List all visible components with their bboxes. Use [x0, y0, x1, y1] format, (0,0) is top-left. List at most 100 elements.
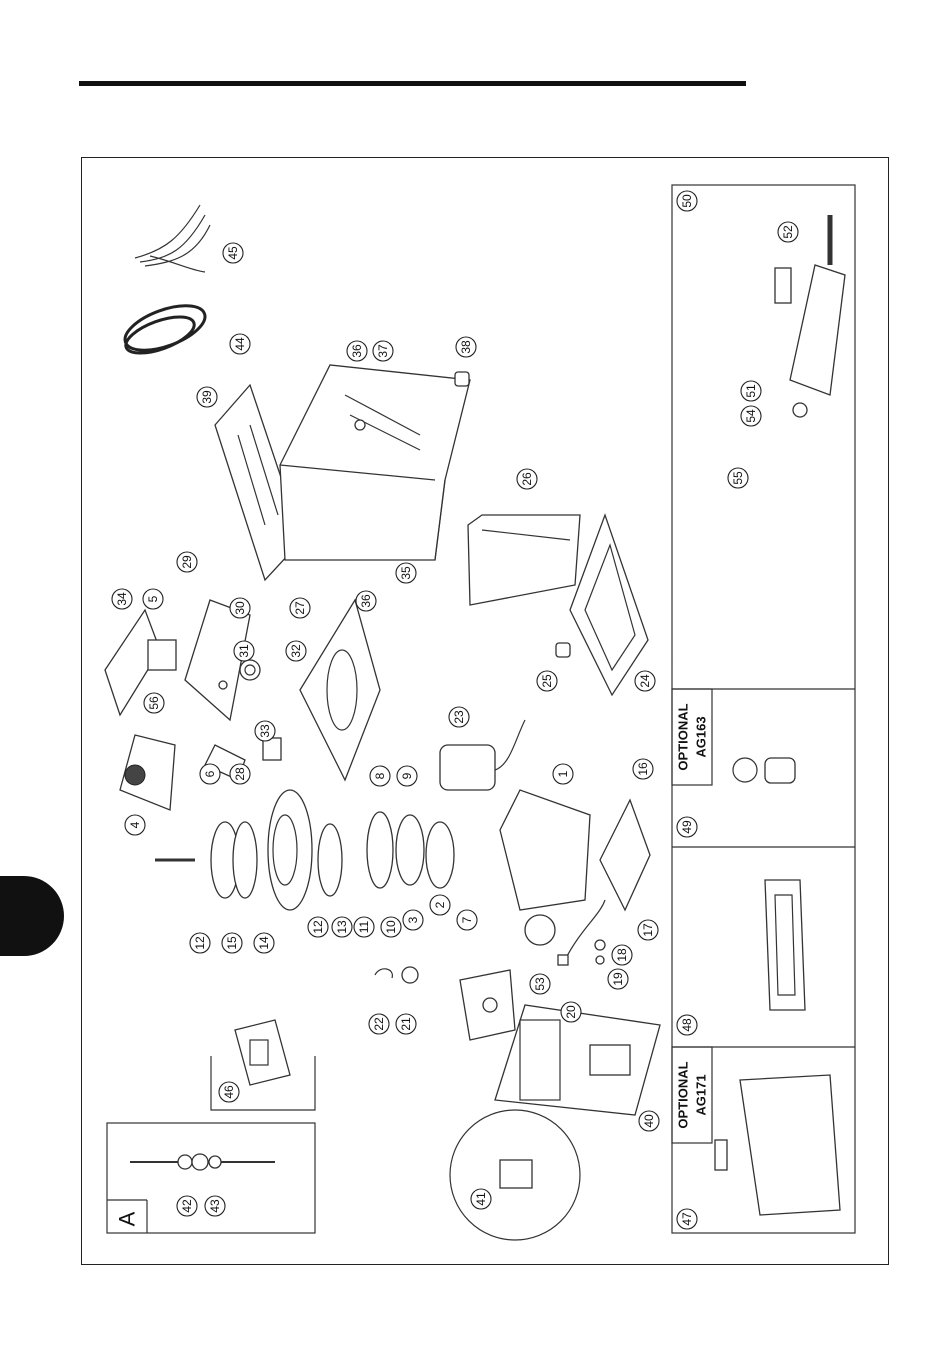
heater-body-1 — [500, 790, 590, 945]
callout-14: 14 — [254, 933, 274, 953]
callout-number: 27 — [293, 601, 307, 615]
callout-number: 31 — [237, 644, 251, 658]
callout-number: 23 — [452, 710, 466, 724]
gas-valve-4 — [120, 735, 175, 810]
callout-number: 25 — [540, 674, 554, 688]
callout-number: 17 — [641, 923, 655, 937]
blower-housing-14 — [268, 790, 312, 910]
callout-number: 11 — [357, 920, 371, 933]
callout-number: 34 — [115, 592, 129, 606]
callout-number: 15 — [225, 936, 239, 950]
clamp-52 — [775, 268, 791, 303]
callout-8: 8 — [370, 766, 390, 786]
callout-number: 41 — [474, 1192, 488, 1206]
callout-number: 8 — [373, 772, 387, 779]
callout-36: 36 — [347, 341, 367, 361]
frame-48 — [765, 880, 805, 1010]
callout-54: 54 — [741, 406, 761, 426]
callout-number: 38 — [459, 340, 473, 354]
callout-13: 13 — [332, 917, 352, 937]
callout-number: 53 — [533, 977, 547, 991]
callout-42: 42 — [177, 1196, 197, 1216]
callout-21: 21 — [396, 1014, 416, 1034]
callout-number: 9 — [400, 772, 414, 779]
inset-a-parts — [130, 1154, 275, 1170]
callout-34: 34 — [112, 589, 132, 609]
callout-number: 5 — [146, 595, 160, 602]
callout-36: 36 — [356, 591, 376, 611]
callout-20: 20 — [561, 1002, 581, 1022]
model-label-47: AG171 — [694, 1074, 709, 1115]
callout-number: 48 — [680, 1018, 694, 1032]
callout-5: 5 — [143, 589, 163, 609]
callout-6: 6 — [200, 764, 220, 784]
callout-50: 50 — [677, 191, 697, 211]
detail-41 — [450, 1110, 580, 1240]
callout-number: 35 — [399, 566, 413, 580]
callout-28: 28 — [230, 764, 250, 784]
callout-number: 6 — [203, 770, 217, 777]
callout-33: 33 — [255, 721, 275, 741]
callout-7: 7 — [457, 910, 477, 930]
cover-26 — [468, 515, 580, 605]
callout-number: 26 — [520, 472, 534, 486]
mount-49 — [733, 758, 795, 783]
callout-number: 56 — [147, 696, 161, 710]
callout-number: 20 — [564, 1005, 578, 1019]
callout-48: 48 — [677, 1015, 697, 1035]
callout-number: 47 — [680, 1212, 694, 1226]
callout-23: 23 — [449, 707, 469, 727]
callout-number: 12 — [311, 920, 325, 934]
callout-38: 38 — [456, 337, 476, 357]
callout-31: 31 — [234, 641, 254, 661]
callout-35: 35 — [396, 563, 416, 583]
callout-number: 50 — [680, 194, 694, 208]
callout-number: 30 — [233, 601, 247, 615]
module-5 — [148, 640, 176, 670]
fittings-18-19-20 — [558, 940, 605, 965]
callout-number: 28 — [233, 767, 247, 781]
callout-16: 16 — [633, 759, 653, 779]
callout-number: 45 — [226, 246, 240, 260]
top-plate-27 — [300, 600, 380, 780]
callout-30: 30 — [230, 598, 250, 618]
callout-37: 37 — [373, 341, 393, 361]
callout-layer: 1234567891011121213141516171819202122232… — [112, 191, 798, 1229]
callout-number: 32 — [289, 644, 303, 658]
callout-32: 32 — [286, 641, 306, 661]
optional-label-47: OPTIONAL — [676, 1061, 691, 1128]
callout-3: 3 — [403, 910, 423, 930]
callout-number: 43 — [208, 1199, 222, 1213]
callout-19: 19 — [608, 969, 628, 989]
callout-49: 49 — [677, 817, 697, 837]
callout-15: 15 — [222, 933, 242, 953]
callout-40: 40 — [639, 1111, 659, 1131]
callout-number: 52 — [781, 225, 795, 239]
callout-47: 47 — [677, 1209, 697, 1229]
callout-24: 24 — [635, 671, 655, 691]
bracket-16 — [600, 800, 650, 910]
callout-number: 51 — [744, 384, 758, 398]
callout-45: 45 — [223, 243, 243, 263]
callout-number: 36 — [359, 594, 373, 608]
callout-number: 4 — [128, 821, 142, 828]
callout-number: 22 — [372, 1017, 386, 1031]
callout-number: 18 — [615, 948, 629, 962]
callout-number: 42 — [180, 1199, 194, 1213]
callout-2: 2 — [430, 895, 450, 915]
stand-47 — [715, 1075, 840, 1215]
wiring-harness-45 — [135, 205, 210, 272]
callout-44: 44 — [230, 334, 250, 354]
callout-number: 21 — [399, 1017, 413, 1031]
callout-number: 44 — [233, 337, 247, 351]
callout-46: 46 — [219, 1082, 239, 1102]
inset-a-letter: A — [115, 1211, 140, 1226]
callout-12: 12 — [308, 917, 328, 937]
callout-52: 52 — [778, 222, 798, 242]
burner-plate-11 — [367, 812, 393, 888]
callout-number: 2 — [433, 901, 447, 908]
callout-11: 11 — [354, 917, 374, 937]
callout-number: 55 — [731, 471, 745, 485]
callout-53: 53 — [530, 974, 550, 994]
